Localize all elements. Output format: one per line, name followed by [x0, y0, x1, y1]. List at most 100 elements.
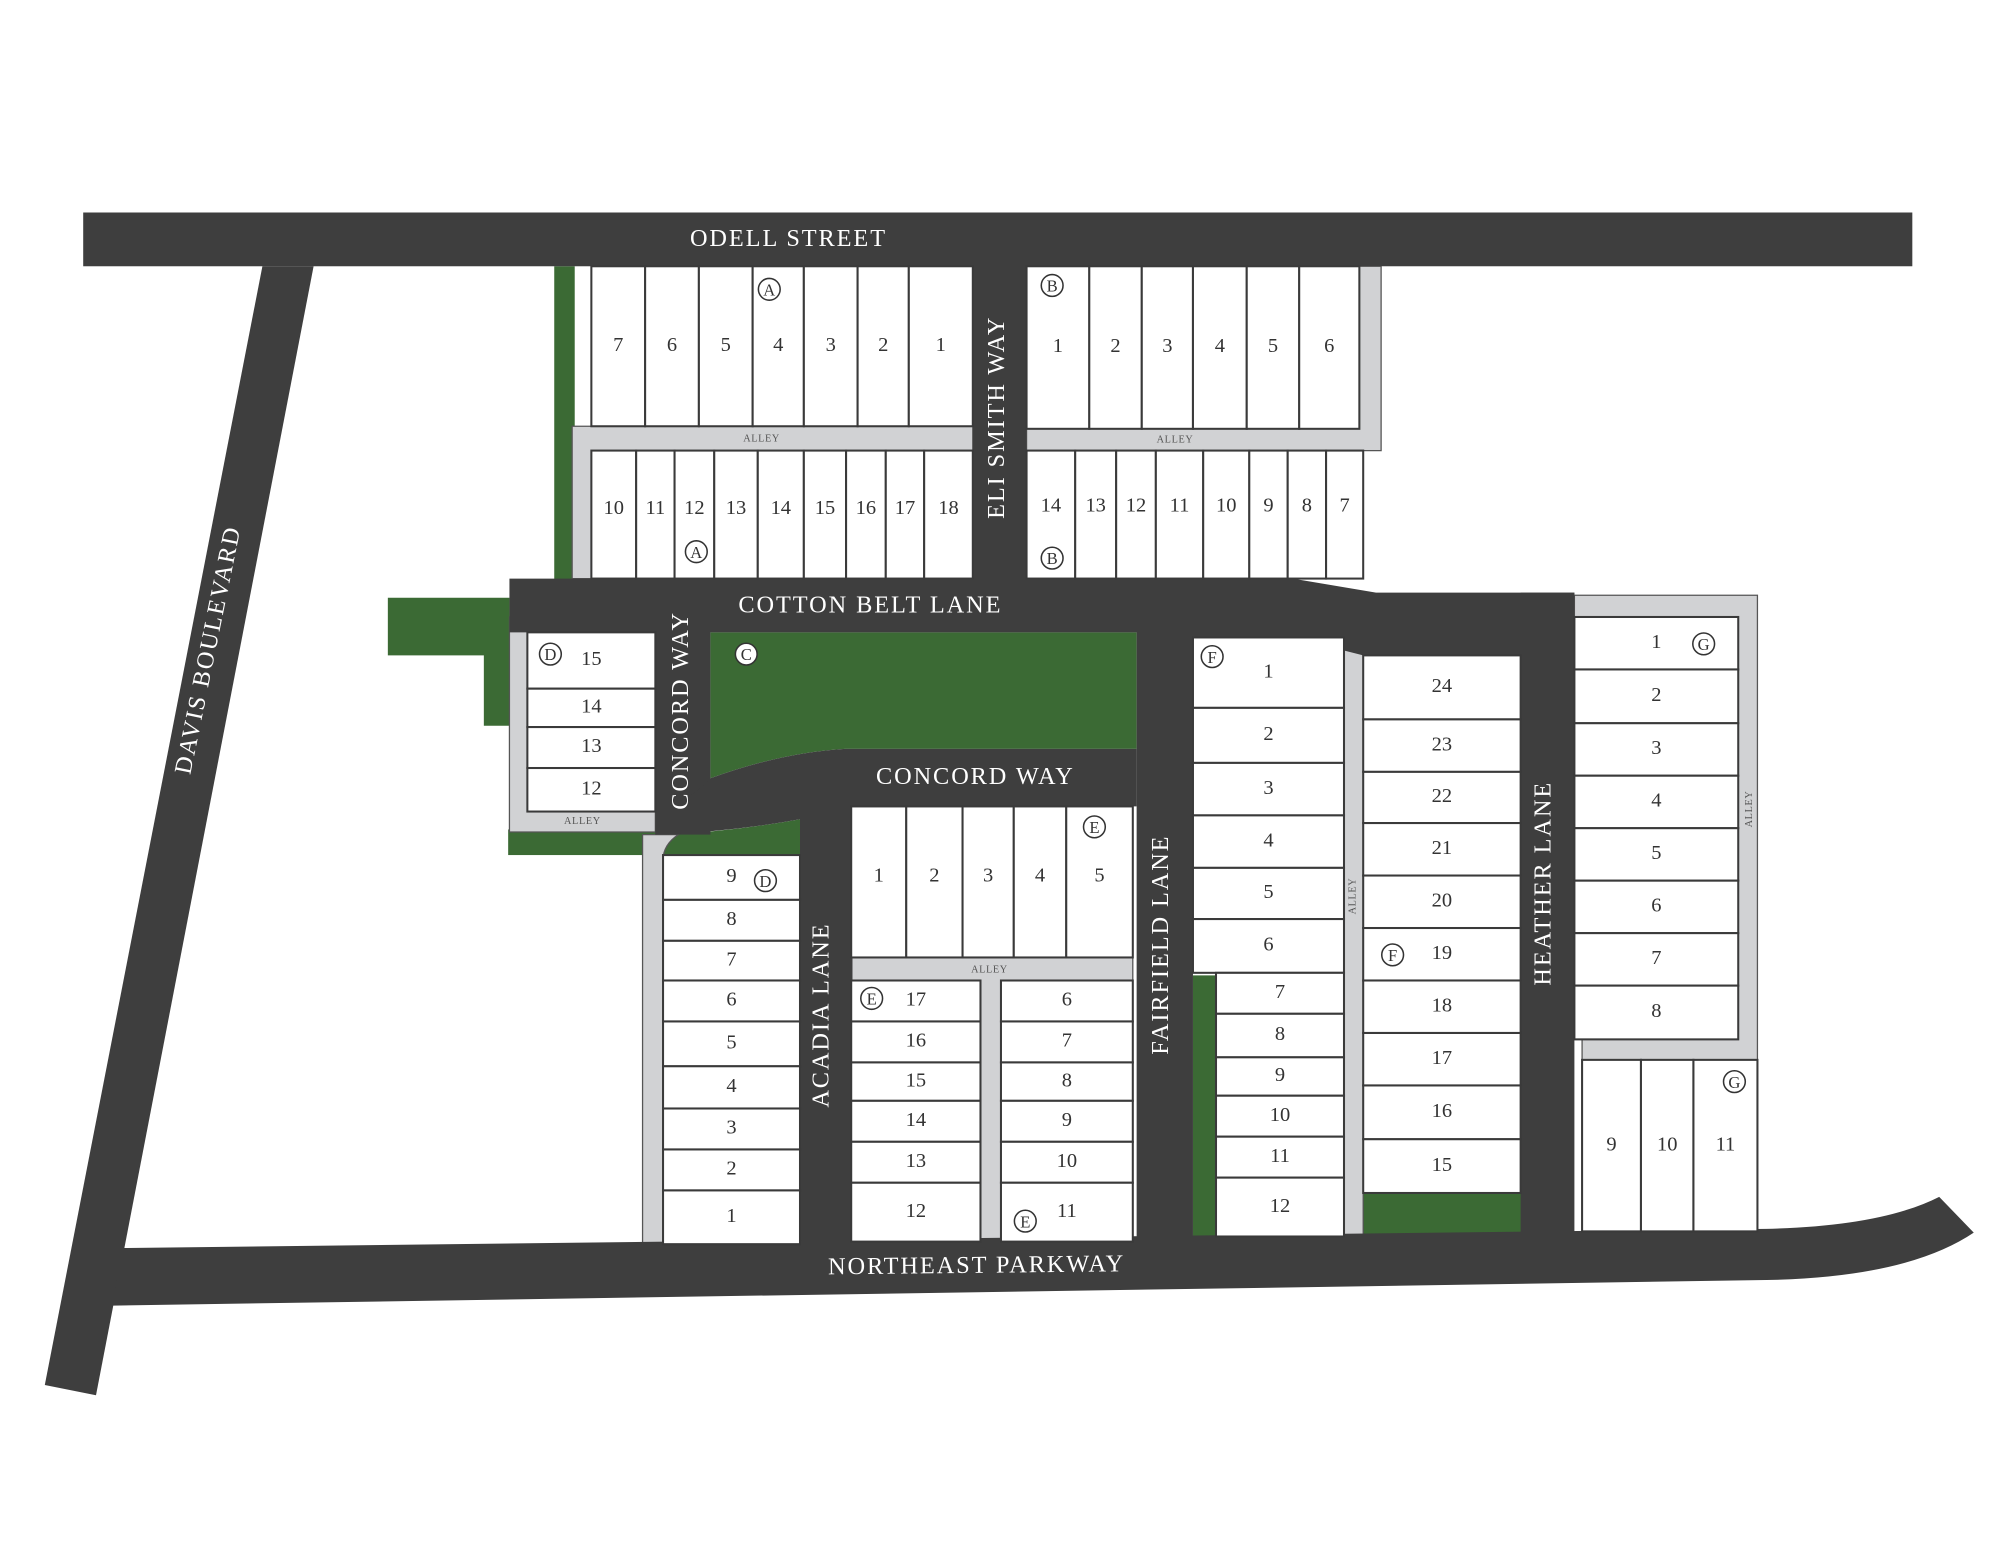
lot-parcel[interactable]: [1362, 654, 1522, 721]
lot-parcel[interactable]: [856, 265, 910, 428]
lot-parcel[interactable]: [1214, 1012, 1346, 1059]
lot-parcel[interactable]: [1074, 449, 1118, 580]
lot-parcel[interactable]: [1298, 265, 1361, 430]
lot[interactable]: 10: [1639, 1058, 1695, 1233]
lot-parcel[interactable]: [526, 687, 657, 729]
lot-parcel[interactable]: [850, 1181, 982, 1243]
lot-parcel[interactable]: [662, 1107, 802, 1151]
lot[interactable]: 3: [1191, 761, 1346, 817]
lot[interactable]: 5: [1573, 827, 1740, 882]
lot[interactable]: 20: [1362, 874, 1522, 930]
lot[interactable]: 4: [1573, 774, 1740, 830]
lot[interactable]: 23: [1362, 718, 1522, 773]
lot[interactable]: 10: [1214, 1094, 1346, 1138]
lot-parcel[interactable]: [526, 726, 657, 770]
lot-parcel[interactable]: [1573, 722, 1740, 777]
lot[interactable]: 14: [756, 449, 805, 580]
lot[interactable]: 6: [1191, 918, 1346, 974]
lot-parcel[interactable]: [697, 265, 754, 428]
lot-parcel[interactable]: [1191, 761, 1346, 817]
lot[interactable]: 15: [802, 449, 848, 580]
lot[interactable]: 4: [1191, 814, 1346, 869]
lot[interactable]: 9: [662, 854, 802, 901]
lot[interactable]: 8: [1214, 1012, 1346, 1059]
lot[interactable]: 2: [1088, 265, 1143, 430]
lot[interactable]: 22: [1362, 770, 1522, 825]
lot[interactable]: 8: [1573, 984, 1740, 1041]
lot-parcel[interactable]: [999, 1020, 1134, 1064]
lot[interactable]: 5: [1245, 265, 1301, 430]
lot[interactable]: 12: [1115, 449, 1157, 580]
lot-parcel[interactable]: [662, 1065, 802, 1110]
lot-parcel[interactable]: [905, 805, 964, 959]
lot-parcel[interactable]: [923, 449, 974, 580]
lot[interactable]: 3: [662, 1107, 802, 1151]
lot[interactable]: 2: [662, 1148, 802, 1192]
lot-parcel[interactable]: [662, 854, 802, 901]
lot[interactable]: 15: [850, 1061, 982, 1102]
lot-parcel[interactable]: [662, 1189, 802, 1246]
lot[interactable]: 2: [905, 805, 964, 959]
lot[interactable]: 3: [802, 265, 859, 428]
lot-parcel[interactable]: [1362, 718, 1522, 773]
lot[interactable]: 10: [1202, 449, 1251, 580]
lot[interactable]: 18: [1362, 979, 1522, 1035]
lot-parcel[interactable]: [1362, 1138, 1522, 1195]
lot[interactable]: 6: [662, 979, 802, 1023]
lot-parcel[interactable]: [884, 449, 926, 580]
lot-parcel[interactable]: [1245, 265, 1301, 430]
lot-parcel[interactable]: [1191, 918, 1346, 974]
lot[interactable]: 7: [662, 939, 802, 982]
lot-parcel[interactable]: [907, 265, 974, 428]
lot[interactable]: 13: [1074, 449, 1118, 580]
lot[interactable]: 17: [1362, 1031, 1522, 1087]
lot-parcel[interactable]: [662, 939, 802, 982]
lot-parcel[interactable]: [1362, 1084, 1522, 1141]
lot[interactable]: 16: [845, 449, 887, 580]
lot[interactable]: 21: [1362, 822, 1522, 877]
lot[interactable]: 6: [1298, 265, 1361, 430]
lot[interactable]: 13: [850, 1140, 982, 1184]
lot[interactable]: 1: [850, 805, 908, 959]
lot[interactable]: 4: [1191, 265, 1248, 430]
lot[interactable]: 7: [1325, 449, 1365, 580]
lot[interactable]: 4: [662, 1065, 802, 1110]
lot[interactable]: 11: [1154, 449, 1205, 580]
lot[interactable]: 10: [590, 449, 638, 580]
lot-parcel[interactable]: [1573, 668, 1740, 725]
lot[interactable]: 8: [1286, 449, 1328, 580]
lot[interactable]: 1: [662, 1189, 802, 1246]
lot-parcel[interactable]: [1202, 449, 1251, 580]
lot[interactable]: 6: [999, 979, 1134, 1023]
lot-parcel[interactable]: [1362, 979, 1522, 1035]
lot-parcel[interactable]: [590, 265, 647, 428]
lot[interactable]: 2: [1573, 668, 1740, 725]
lot[interactable]: 8: [999, 1061, 1134, 1102]
lot[interactable]: 16: [1362, 1084, 1522, 1141]
lot-parcel[interactable]: [1639, 1058, 1695, 1233]
lot-parcel[interactable]: [1115, 449, 1157, 580]
lot-parcel[interactable]: [1573, 774, 1740, 830]
lot-parcel[interactable]: [1573, 932, 1740, 987]
lot-parcel[interactable]: [662, 1148, 802, 1192]
lot-parcel[interactable]: [802, 265, 859, 428]
lot[interactable]: 14: [850, 1099, 982, 1143]
lot[interactable]: 5: [697, 265, 754, 428]
lot[interactable]: 12: [850, 1181, 982, 1243]
lot[interactable]: 24: [1362, 654, 1522, 721]
lot[interactable]: 17: [884, 449, 926, 580]
lot[interactable]: 11: [635, 449, 676, 580]
lot-parcel[interactable]: [961, 805, 1015, 959]
lot[interactable]: 4: [1012, 805, 1068, 959]
lot[interactable]: 9: [1214, 1056, 1346, 1097]
lot[interactable]: 10: [999, 1140, 1134, 1184]
lot-parcel[interactable]: [1191, 706, 1346, 764]
lot[interactable]: 12: [526, 766, 657, 813]
lot-parcel[interactable]: [1012, 805, 1068, 959]
lot[interactable]: 8: [662, 898, 802, 942]
lot[interactable]: 2: [856, 265, 910, 428]
lot[interactable]: 3: [1140, 265, 1194, 430]
lot[interactable]: 1: [907, 265, 974, 428]
lot-parcel[interactable]: [850, 1061, 982, 1102]
lot-parcel[interactable]: [1214, 1176, 1346, 1238]
